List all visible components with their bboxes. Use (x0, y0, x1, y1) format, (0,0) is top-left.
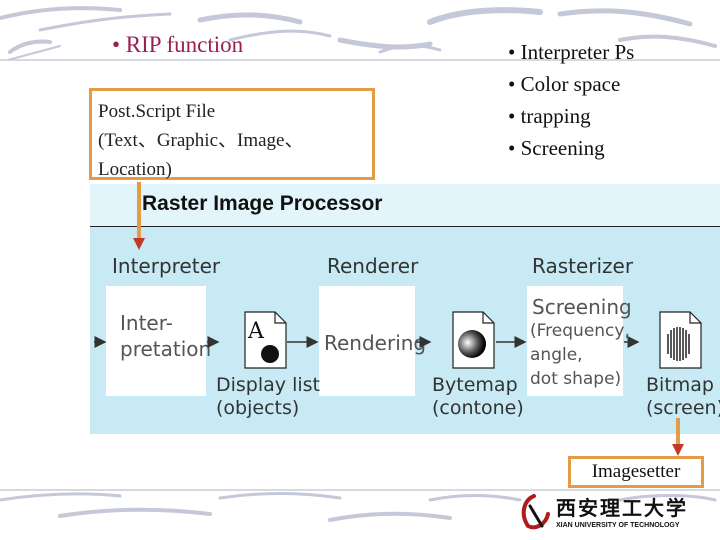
slide-title: • RIP function (112, 32, 244, 57)
stage-label-rasterizer: Rasterizer (532, 254, 634, 278)
bullet-item: • Color space (508, 72, 621, 96)
rendering-box: Rendering (319, 286, 426, 396)
university-name-en: XIAN UNIVERSITY OF TECHNOLOGY (556, 522, 680, 529)
stage-label-renderer: Renderer (327, 254, 419, 278)
box-text: angle, (530, 345, 583, 365)
bullet-item: • trapping (508, 104, 591, 128)
bullet-list: • Interpreter Ps • Color space • trappin… (508, 36, 634, 164)
box-text: Screening (532, 295, 632, 319)
caption-line: (objects) (216, 397, 300, 419)
postscript-file-box: Post.Script File (Text、Graphic、Image、 Lo… (89, 88, 375, 180)
postscript-to-interpreter-arrow (133, 182, 145, 250)
output-caption-display-list: Display list (objects) (216, 374, 320, 420)
glyph-a: A (247, 319, 265, 344)
output-caption-bitmap: Bitmap (screen) (646, 374, 720, 420)
screening-box: Screening (Frequency, angle, dot shape) (527, 286, 632, 396)
rip-panel-title: Raster Image Processor (142, 192, 383, 215)
bullet-item: • Screening (508, 136, 605, 160)
caption-line: Display list (216, 374, 320, 396)
interpretation-box: Inter- pretation (106, 286, 211, 396)
caption-line: (screen) (646, 397, 720, 419)
bullet-item: • Interpreter Ps (508, 40, 635, 64)
rip-flow-graphics: A (94, 311, 702, 369)
bitmap-to-imagesetter-arrow (672, 418, 684, 456)
postscript-line: Post.Script File (98, 101, 216, 122)
document-icon-bytemap (452, 311, 495, 369)
imagesetter-box: Imagesetter (568, 456, 704, 488)
document-icon-display-list: A (244, 311, 287, 369)
document-icon-bitmap (659, 311, 702, 369)
university-name-cn: 西安理工大学 (556, 498, 688, 520)
rip-diagram-panel: Raster Image Processor Interpreter Rende… (90, 184, 720, 434)
output-caption-bytemap: Bytemap (contone) (432, 374, 524, 420)
caption-line: (contone) (432, 397, 524, 419)
postscript-line: (Text、Graphic、Image、 (98, 130, 304, 151)
caption-line: Bitmap (646, 374, 714, 396)
stage-label-interpreter: Interpreter (112, 254, 221, 278)
box-text: Inter- (120, 311, 173, 335)
box-text: Rendering (324, 331, 427, 355)
box-text: pretation (120, 337, 212, 361)
box-text: (Frequency, (530, 321, 630, 341)
university-emblem-icon (521, 494, 550, 530)
box-text: dot shape) (530, 369, 622, 389)
rip-header: Raster Image Processor (90, 184, 720, 227)
caption-line: Bytemap (432, 374, 518, 396)
postscript-line: Location) (98, 159, 172, 180)
